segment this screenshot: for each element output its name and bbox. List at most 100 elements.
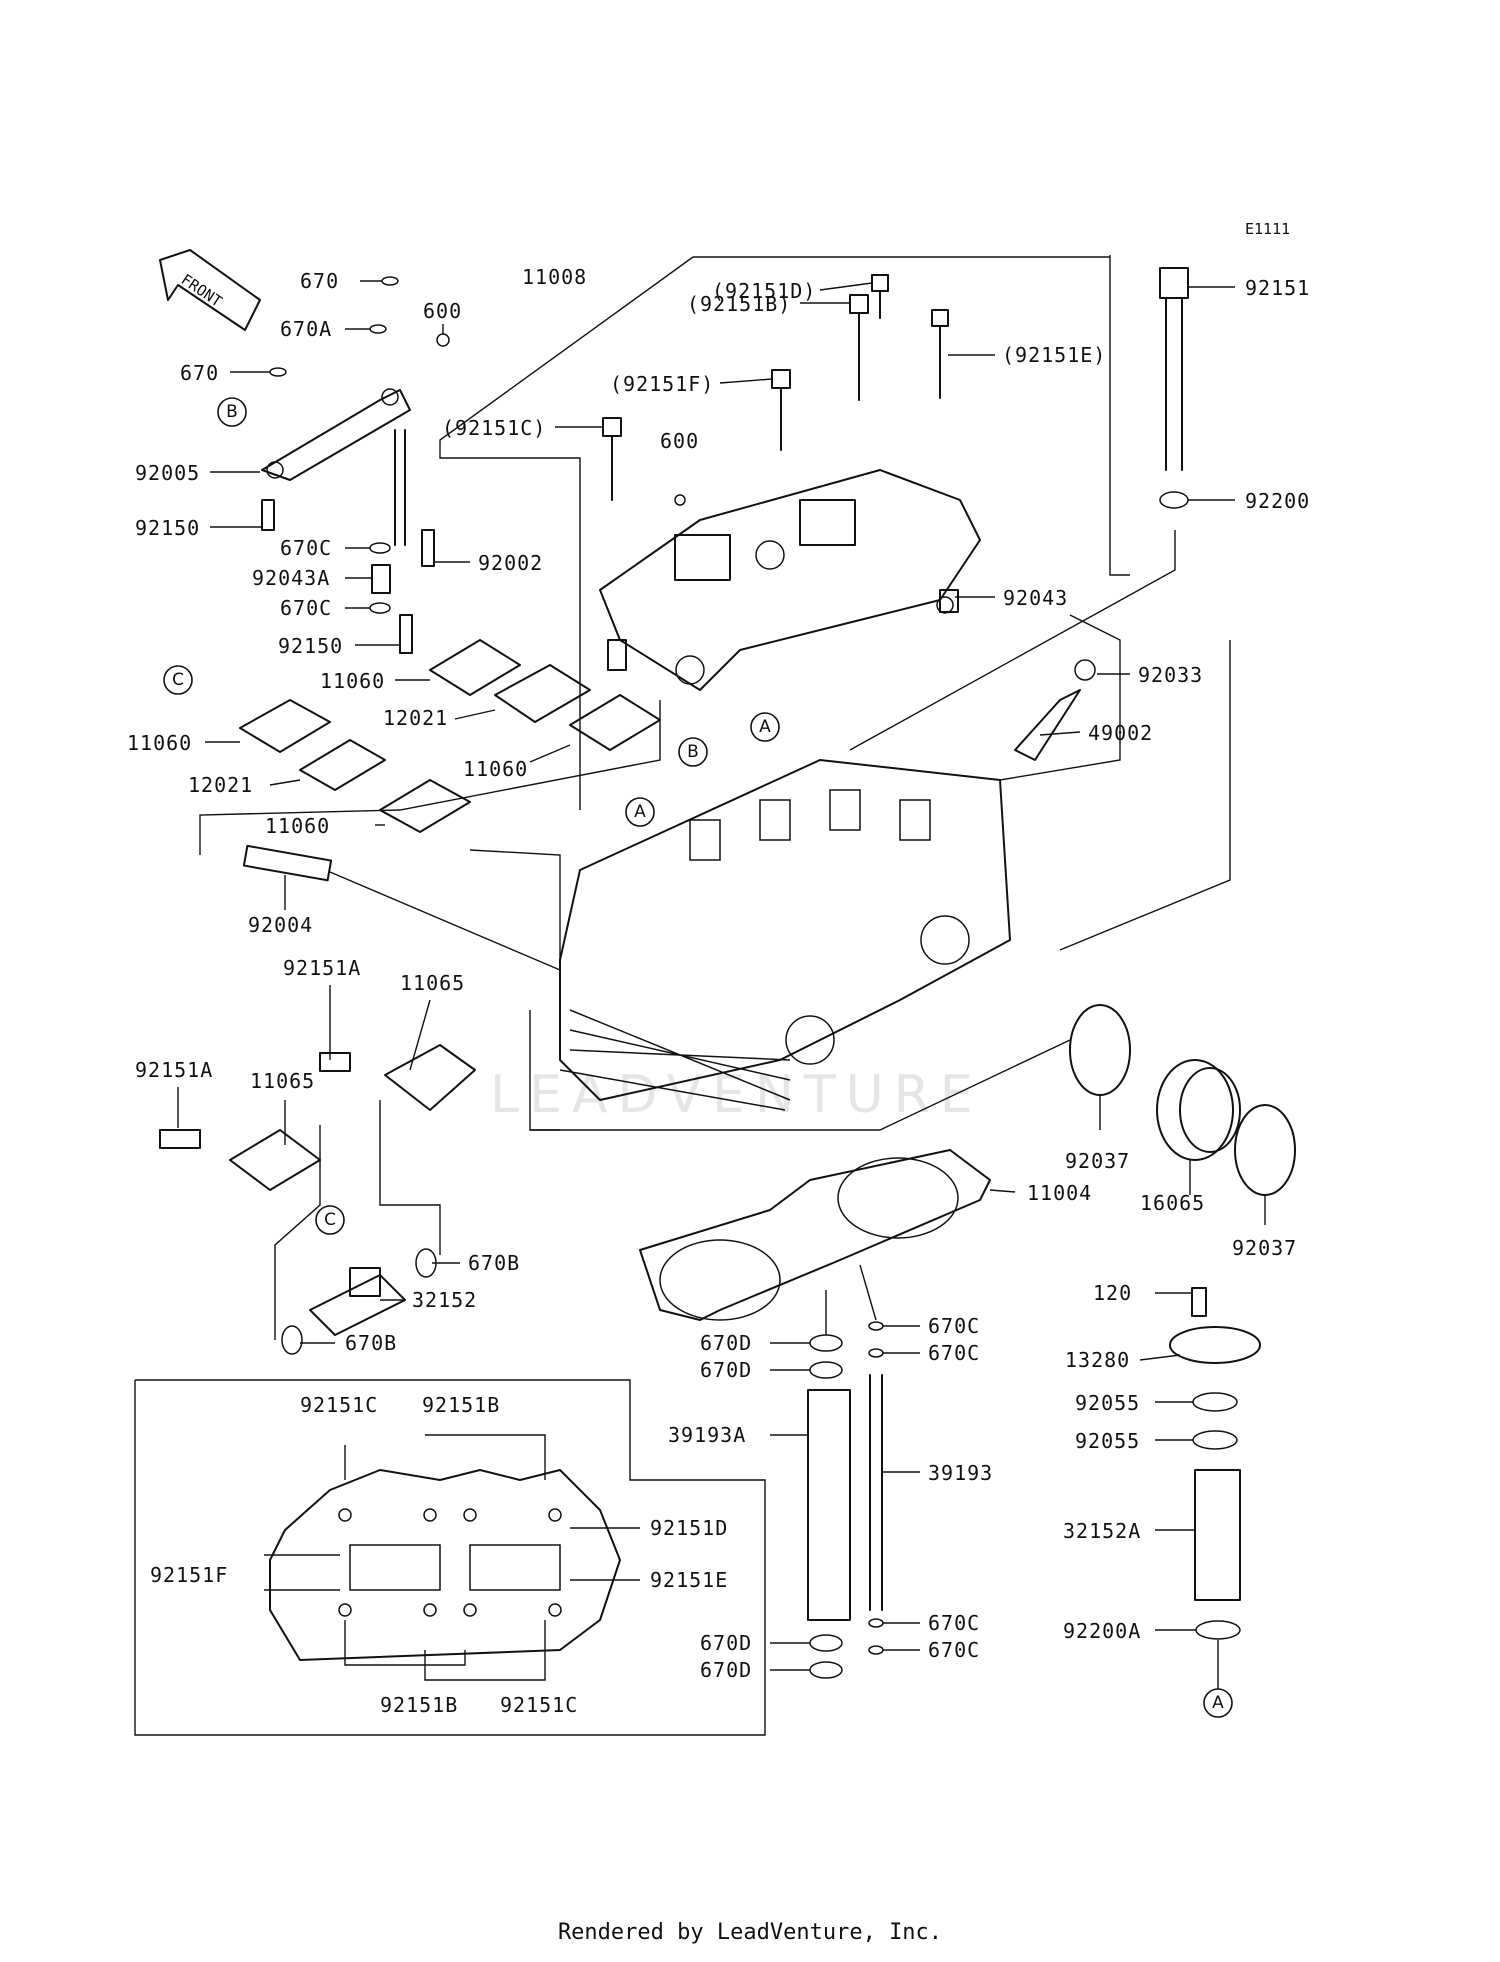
stud-92004 bbox=[242, 844, 333, 882]
oil-pipes bbox=[807, 1264, 884, 1679]
dowel-92043 bbox=[936, 596, 954, 614]
label-11008: 11008 bbox=[522, 265, 587, 289]
label-92151e: (92151E) bbox=[1002, 343, 1106, 367]
inset-label-92151f: 92151F bbox=[150, 1563, 228, 1587]
svg-text:B: B bbox=[687, 742, 699, 762]
label-11060: 11060 bbox=[265, 814, 330, 838]
boundary-lines bbox=[199, 255, 1231, 1131]
ref-mark-c-lower: C bbox=[315, 1205, 345, 1235]
label-32152: 32152 bbox=[412, 1288, 477, 1312]
label-92200: 92200 bbox=[1245, 489, 1310, 513]
svg-text:A: A bbox=[759, 717, 771, 737]
label-670c: 670C bbox=[280, 596, 332, 620]
label-92005: 92005 bbox=[135, 461, 200, 485]
label-92055: 92055 bbox=[1075, 1391, 1140, 1415]
label-92151c: (92151C) bbox=[442, 416, 546, 440]
inset-label-92151b: 92151B bbox=[380, 1693, 458, 1717]
head-gasket bbox=[639, 1149, 991, 1321]
label-92151d: (92151D) bbox=[712, 279, 816, 303]
inset-label-92151b: 92151B bbox=[422, 1393, 500, 1417]
watermark: LEADVENTURE bbox=[490, 1065, 983, 1125]
ref-mark-a-3: A bbox=[1203, 1688, 1233, 1718]
label-39193: 39193 bbox=[928, 1461, 993, 1485]
label-92037: 92037 bbox=[1065, 1149, 1130, 1173]
label-11065: 11065 bbox=[400, 971, 465, 995]
ref-mark-b-upper: B bbox=[217, 397, 247, 427]
label-670d: 670D bbox=[700, 1631, 752, 1655]
label-12021: 12021 bbox=[383, 706, 448, 730]
label-11065: 11065 bbox=[250, 1069, 315, 1093]
diagram-code: E1111 bbox=[1245, 220, 1290, 238]
leader-lines bbox=[177, 280, 1266, 1671]
reed-valve-plates bbox=[239, 639, 661, 833]
ref-mark-b-lower: B bbox=[678, 737, 708, 767]
label-670b: 670B bbox=[468, 1251, 520, 1275]
ref-mark-a-2: A bbox=[625, 797, 655, 827]
svg-text:C: C bbox=[324, 1210, 336, 1230]
label-670c: 670C bbox=[280, 536, 332, 560]
footer-credit: Rendered by LeadVenture, Inc. bbox=[557, 1920, 943, 1945]
cylinder-head bbox=[559, 759, 1011, 1111]
label-92055: 92055 bbox=[1075, 1429, 1140, 1453]
label-92037: 92037 bbox=[1232, 1236, 1297, 1260]
label-92151b: (92151B) bbox=[687, 292, 791, 316]
inset-label-92151c: 92151C bbox=[300, 1393, 378, 1417]
label-670c: 670C bbox=[928, 1611, 980, 1635]
svg-text:B: B bbox=[226, 402, 238, 422]
label-92150: 92150 bbox=[135, 516, 200, 540]
label-92043: 92043 bbox=[1003, 586, 1068, 610]
label-670c: 670C bbox=[928, 1341, 980, 1365]
label-670: 670 bbox=[180, 361, 219, 385]
label-13280: 13280 bbox=[1065, 1348, 1130, 1372]
label-92151a: 92151A bbox=[135, 1058, 213, 1082]
label-600: 600 bbox=[660, 429, 699, 453]
label-12021: 12021 bbox=[188, 773, 253, 797]
label-92033: 92033 bbox=[1138, 663, 1203, 687]
inset-box bbox=[134, 1379, 766, 1736]
circlip-92033 bbox=[1074, 659, 1096, 681]
svg-text:C: C bbox=[172, 670, 184, 690]
long-bolt-92151 bbox=[1159, 267, 1189, 509]
label-670b: 670B bbox=[345, 1331, 397, 1355]
inset-label-92151e: 92151E bbox=[650, 1568, 728, 1592]
label-670c: 670C bbox=[928, 1638, 980, 1662]
label-670d: 670D bbox=[700, 1358, 752, 1382]
label-92151: 92151 bbox=[1245, 276, 1310, 300]
label-11060: 11060 bbox=[320, 669, 385, 693]
ref-mark-c-upper: C bbox=[163, 665, 193, 695]
valve-guide-49002 bbox=[1014, 689, 1081, 761]
label-92004: 92004 bbox=[248, 913, 313, 937]
label-92002: 92002 bbox=[478, 551, 543, 575]
inset-label-92151c: 92151C bbox=[500, 1693, 578, 1717]
front-arrow-icon: FRONT bbox=[159, 249, 261, 331]
part-labels: 670 670A 600 670 92005 92150 670C 92043A… bbox=[127, 265, 1310, 1717]
inset-label-92151d: 92151D bbox=[650, 1516, 728, 1540]
label-670c: 670C bbox=[928, 1314, 980, 1338]
label-11060: 11060 bbox=[463, 757, 528, 781]
label-92151a: 92151A bbox=[283, 956, 361, 980]
label-11004: 11004 bbox=[1027, 1181, 1092, 1205]
oil-fitting bbox=[1169, 1287, 1261, 1690]
label-670d: 670D bbox=[700, 1658, 752, 1682]
label-11060: 11060 bbox=[127, 731, 192, 755]
label-670: 670 bbox=[300, 269, 339, 293]
label-120: 120 bbox=[1093, 1281, 1132, 1305]
label-670d: 670D bbox=[700, 1331, 752, 1355]
label-32152a: 32152A bbox=[1063, 1519, 1141, 1543]
label-16065: 16065 bbox=[1140, 1191, 1205, 1215]
label-670a: 670A bbox=[280, 317, 332, 341]
label-92200a: 92200A bbox=[1063, 1619, 1141, 1643]
label-92150: 92150 bbox=[278, 634, 343, 658]
intake-adapters bbox=[159, 1044, 476, 1355]
label-92151f: (92151F) bbox=[610, 372, 714, 396]
head-cover bbox=[599, 469, 981, 691]
label-600: 600 bbox=[423, 299, 462, 323]
oil-pipe-assembly bbox=[261, 276, 450, 654]
label-49002: 49002 bbox=[1088, 721, 1153, 745]
label-39193a: 39193A bbox=[668, 1423, 746, 1447]
svg-text:A: A bbox=[1212, 1693, 1224, 1713]
svg-text:A: A bbox=[634, 802, 646, 822]
label-92043a: 92043A bbox=[252, 566, 330, 590]
